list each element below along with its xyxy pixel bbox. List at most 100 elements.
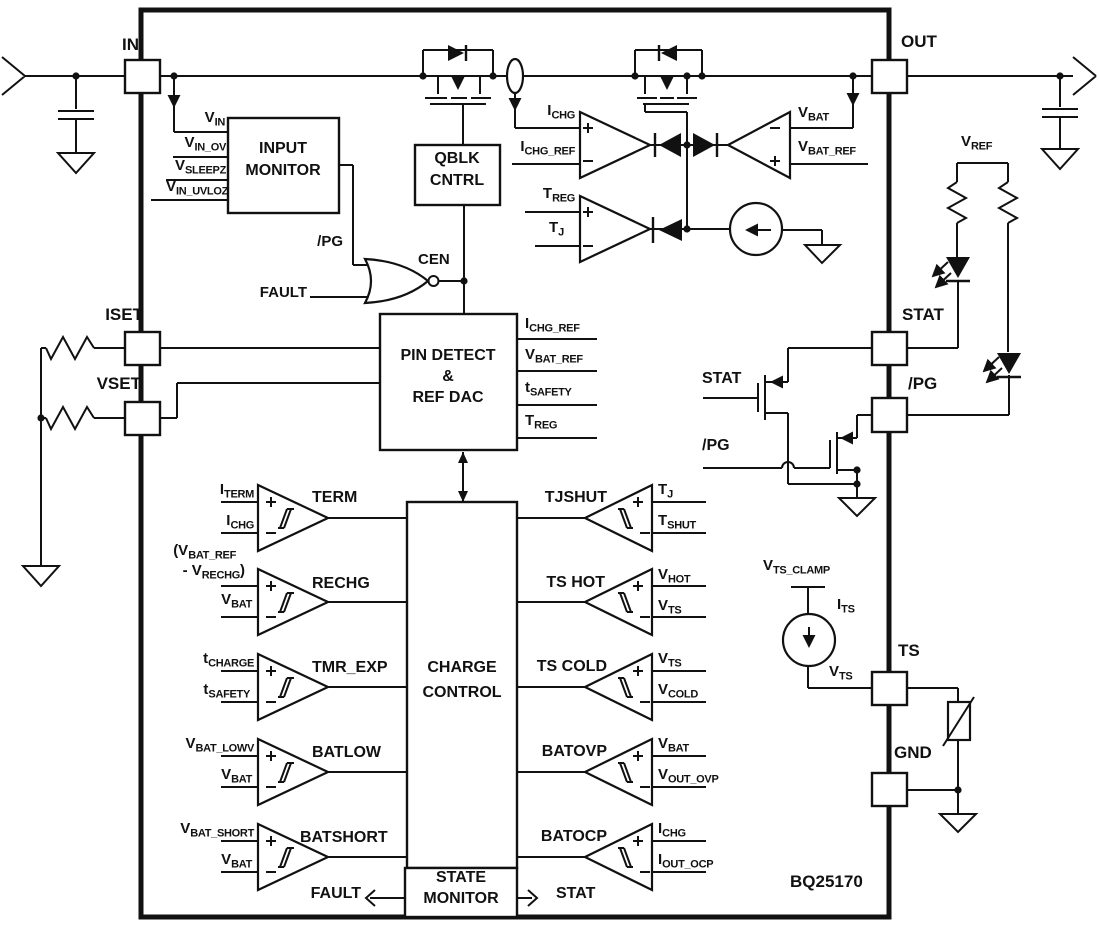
vbat-rechg-label: VBAT (221, 591, 252, 611)
vcold-label: VCOLD (658, 681, 698, 701)
ichg-sense-label: ICHG (547, 102, 575, 122)
charge-control-block (405, 500, 519, 870)
state-monitor-block (403, 866, 519, 919)
charge-control-title: CHARGE (427, 659, 497, 676)
diode-left (448, 45, 464, 61)
pin-squares (123, 58, 909, 808)
ts-pin-label: TS (898, 641, 920, 660)
cen-label: CEN (418, 251, 450, 268)
vbat-amplifier (725, 110, 792, 180)
vrechg-open-label: (VBAT_REF (173, 542, 236, 562)
tmr-exp-label: TMR_EXP (312, 659, 388, 676)
flow-arrows (167, 76, 1003, 648)
iset-pin (123, 330, 162, 367)
ts-hot-label: TS HOT (546, 574, 605, 591)
vts-clamp-label: VTS_CLAMP (763, 557, 830, 577)
pin-detect-ref-dac-block (378, 312, 519, 452)
dac-arrow (458, 452, 468, 502)
pin-detect-title2: & (442, 368, 454, 385)
vbat-ovp-label: VBAT (658, 735, 689, 755)
resistors (45, 181, 1020, 432)
charge-control-title2: CONTROL (422, 684, 502, 701)
vref-resistor-left (945, 181, 969, 224)
nor-gate (363, 257, 440, 305)
led-light-arrows (931, 261, 949, 278)
fault-nor-input-label: FAULT (259, 284, 307, 301)
vts-wire-label: VTS (829, 663, 853, 683)
vts-cold-label: VTS (658, 650, 682, 670)
gnd-pin (870, 771, 909, 808)
hysteresis-glyphs (278, 508, 633, 868)
pin-detect-title: PIN DETECT (400, 347, 496, 364)
stat-pin (870, 330, 909, 367)
batovp-label: BATOVP (541, 743, 607, 760)
vbat-ref-amp-label: VBAT_REF (798, 138, 856, 158)
vbat-ref-out-label: VBAT_REF (525, 346, 583, 366)
rechg-label: RECHG (312, 575, 370, 592)
treg-amplifier (578, 194, 653, 264)
in-pin-label: IN (122, 35, 139, 54)
polarity-marks (266, 123, 780, 873)
vin-ov-label: VIN_OV (184, 134, 226, 154)
batocp-label: BATOCP (540, 828, 607, 845)
stat-led (946, 257, 970, 278)
diode-right (661, 45, 677, 61)
pg-fet-label: /PG (702, 437, 730, 454)
batlow-label: BATLOW (312, 744, 382, 761)
wire-hop (781, 461, 795, 469)
tcharge-label: tCHARGE (203, 650, 254, 670)
qblk-title: QBLK (434, 150, 480, 167)
vin-label: VIN (204, 109, 226, 129)
qblk-title2: CNTRL (429, 172, 485, 189)
treg-amp-label: TREG (542, 185, 575, 205)
current-sense (505, 57, 525, 95)
ichg-ref-amp-label: ICHG_REF (520, 138, 575, 158)
vts-hot-label: VTS (658, 597, 682, 617)
tsafety-tmr-label: tSAFETY (203, 681, 250, 701)
vset-pin-label: VSET (96, 374, 141, 393)
vbat-batshort-label: VBAT (221, 851, 252, 871)
fault-out-label: FAULT (310, 885, 361, 902)
tj-amp-label: TJ (549, 219, 564, 239)
iout-ocp-label: IOUT_OCP (658, 851, 714, 871)
vbat-lowv-label: VBAT_LOWV (185, 735, 254, 755)
vbat-short-label: VBAT_SHORT (180, 820, 254, 840)
iset-resistor (45, 334, 95, 362)
ichg-ocp-label: ICHG (658, 820, 686, 840)
function-blocks (226, 116, 519, 919)
tjshut-label: TJSHUT (544, 489, 607, 506)
pg-fet (703, 415, 858, 498)
status-leds (946, 257, 1021, 379)
bypass-diodes (448, 45, 677, 61)
ichg-ref-out-label: ICHG_REF (525, 315, 580, 335)
iset-pin-label: ISET (105, 305, 143, 324)
pg-nor-input-label: /PG (317, 233, 343, 250)
batshort-label: BATSHORT (300, 829, 388, 846)
stat-pin-label: STAT (902, 305, 944, 324)
tsafety-out-label: tSAFETY (525, 379, 572, 399)
qblk-cntrl-block (413, 143, 502, 207)
pg-pin-label: /PG (908, 374, 938, 393)
vset-pin (123, 400, 162, 437)
stat-fet-label: STAT (702, 370, 742, 387)
state-monitor-title: STATE (435, 869, 487, 886)
input-monitor-block (226, 116, 341, 215)
treg-out-label: TREG (525, 412, 558, 432)
tshut-label: TSHUT (658, 512, 696, 532)
qblk-fet-left (422, 49, 494, 145)
iterm-label: ITERM (219, 481, 254, 501)
vbat-amp-label: VBAT (798, 104, 829, 124)
stat-fet (703, 348, 857, 485)
pin-detect-title3: REF DAC (412, 389, 484, 406)
its-label: ITS (837, 596, 855, 616)
ichg-term-label: ICHG (226, 512, 254, 532)
vhot-label: VHOT (658, 566, 691, 586)
ground-symbols (20, 148, 1081, 834)
out-pin (870, 58, 909, 95)
vset-resistor (45, 404, 95, 432)
term-label: TERM (312, 489, 358, 506)
ts-cold-label: TS COLD (536, 658, 607, 675)
vref-resistor-right (996, 181, 1020, 224)
